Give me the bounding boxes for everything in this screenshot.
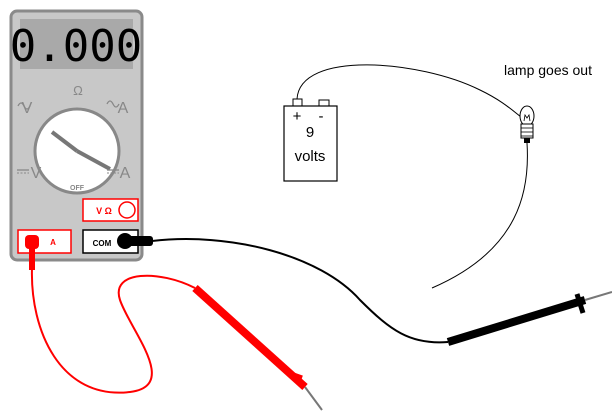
lamp-contact — [524, 138, 530, 143]
dc-volts-label: V — [17, 165, 42, 182]
svg-text:V: V — [22, 100, 33, 117]
display-reading: 0.000 — [10, 21, 142, 72]
meter-display — [20, 19, 133, 69]
jack-v-ohm-box — [82, 198, 139, 222]
dc-amps-label: A — [107, 165, 131, 182]
svg-text:V: V — [31, 165, 42, 182]
dial-pointer-tail — [50, 130, 79, 153]
battery-unit: volts — [295, 148, 326, 165]
red-plug — [25, 235, 39, 249]
battery-body — [283, 105, 338, 182]
selector-dial[interactable] — [33, 107, 121, 195]
wire-battery-to-lamp — [296, 64, 526, 121]
battery-terminal-positive — [292, 98, 303, 107]
jack-v-ohm[interactable]: V Ω — [82, 198, 139, 222]
red-probe-tip — [304, 386, 323, 411]
wire-lamp-open-end — [431, 142, 528, 289]
black-probe-handle[interactable] — [446, 296, 587, 346]
jack-a-label: A — [50, 238, 56, 247]
black-probe[interactable] — [117, 233, 612, 346]
red-probe-handle[interactable] — [192, 285, 308, 390]
lamp — [519, 105, 535, 143]
red-plug-boot — [29, 248, 35, 270]
jack-v-ohm-label: V Ω — [96, 206, 112, 216]
svg-text:A: A — [120, 165, 131, 182]
black-probe-tip — [584, 291, 612, 301]
off-label: OFF — [70, 185, 85, 192]
ac-amps-label: A — [106, 100, 129, 117]
ac-volts-label: V — [17, 100, 33, 117]
ac-wave-icon — [106, 100, 120, 108]
svg-text:A: A — [118, 100, 129, 117]
lamp-bulb-icon — [519, 105, 535, 127]
red-probe[interactable] — [25, 235, 323, 411]
battery-plus: + — [293, 108, 302, 125]
battery-minus: - — [319, 108, 324, 125]
lamp-filament — [523, 113, 531, 122]
black-probe-guard — [574, 293, 586, 314]
red-probe-guard — [287, 370, 303, 381]
ac-wave-icon — [17, 102, 31, 110]
battery-terminal-negative — [318, 99, 330, 107]
jack-com-label: COM — [93, 239, 112, 248]
multimeter: 0.000 Ω V A V A OFF — [9, 9, 144, 262]
battery: + - 9 volts — [283, 98, 338, 182]
jack-v-ohm-socket[interactable] — [118, 201, 136, 219]
ohm-label: Ω — [73, 83, 83, 98]
red-wire — [30, 267, 196, 394]
dial-pointer — [76, 149, 111, 171]
black-wire — [151, 238, 449, 344]
battery-value: 9 — [306, 124, 314, 141]
lamp-caption: lamp goes out — [504, 62, 592, 78]
black-plug-boot — [125, 236, 153, 246]
